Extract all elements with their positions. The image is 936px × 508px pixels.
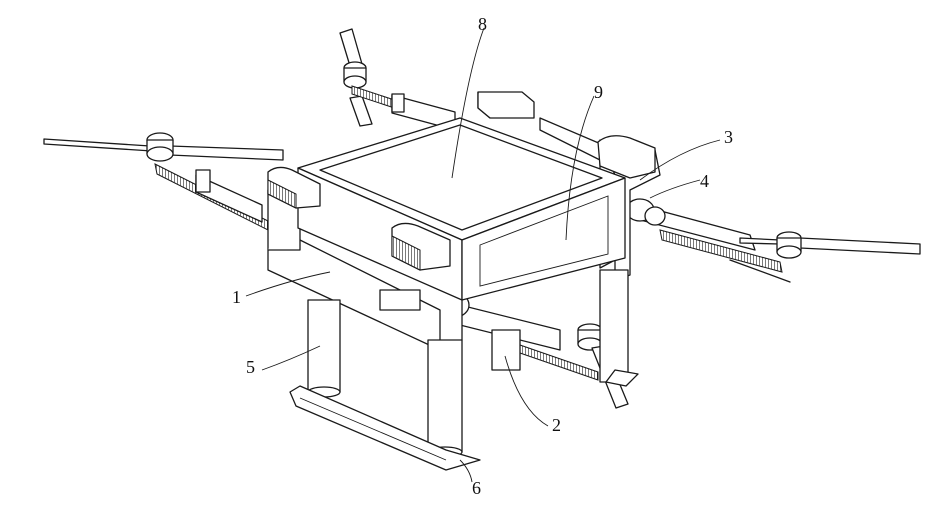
leader-4 <box>650 180 700 198</box>
label-8: 9 <box>594 82 603 102</box>
landing-skid <box>290 370 638 470</box>
label-4: 4 <box>700 171 709 191</box>
rotor-arm-left-front <box>44 133 283 232</box>
rear-boss <box>478 92 534 118</box>
label-5: 5 <box>246 357 255 377</box>
rotor-arm-left-back <box>340 29 455 130</box>
label-2: 2 <box>552 415 561 435</box>
label-3: 3 <box>724 127 733 147</box>
label-9: 8 <box>478 14 487 34</box>
label-1: 1 <box>232 287 241 307</box>
rotor-arm-right <box>620 199 920 282</box>
label-6: 6 <box>472 478 481 498</box>
